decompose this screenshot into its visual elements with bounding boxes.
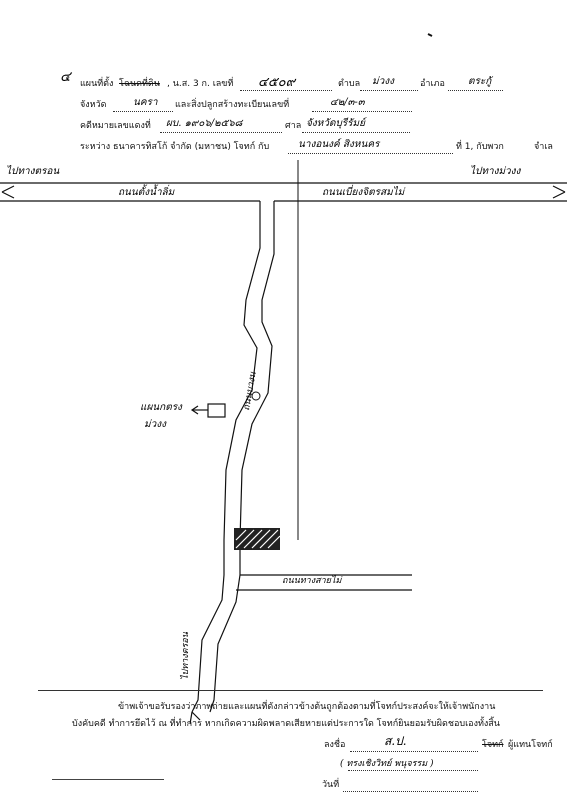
label-amphoe: อำเภอ	[420, 79, 445, 89]
amphoe-value: ตระกัู	[468, 76, 492, 87]
label-deed-struck: โฉนดที่ดิน	[119, 79, 160, 89]
arrow-left-icon	[1, 185, 15, 199]
label-road-right: ถนนเบี่ยงจิตรสมไม่	[322, 187, 405, 198]
label-province: จังหวัด	[80, 100, 107, 110]
label-case-number: คดีหมายเลขแดงที่	[80, 121, 151, 131]
separator	[38, 690, 543, 691]
landmark-circle	[251, 391, 261, 401]
case-number-value: ผบ. ๑๙๐๖/๒๕๖๘	[166, 118, 243, 129]
label-registration: และสิ่งปลูกสร้างทะเบียนเลขที่	[175, 100, 290, 110]
side-road-left-edge	[191, 201, 261, 713]
label-between-parties: ระหว่าง ธนาคารทิสโก้ จำกัด (มหาชน) โจทก์…	[80, 142, 270, 152]
defendant-value: นางอนงค์ สิงหนคร	[298, 139, 380, 150]
house-marker-box	[207, 403, 226, 418]
label-defendant-count: ที่ 1, กับพวก	[456, 142, 504, 152]
court-value: จังหวัดบุรีรัมย์	[306, 118, 365, 129]
label-house-1: แผนกตรง	[140, 402, 182, 413]
arrow-down-icon	[189, 711, 201, 725]
house-marker-arrow-head	[190, 405, 199, 415]
label-tambon: ตำบล	[338, 79, 361, 89]
label-house-2: ม่วงง	[144, 419, 166, 430]
side-road-right-edge	[209, 201, 275, 713]
label-road-left: ถนนตั้งน้ำลิ่ม	[118, 187, 175, 198]
label-ns3k-number: , น.ส. 3 ก. เลขที่	[167, 79, 234, 89]
speck	[427, 33, 433, 37]
label-map-location: แผนที่ตั้ง	[80, 79, 114, 89]
property-plot	[234, 528, 281, 550]
certification-line-2: บังคับคดี ทำการยึดไว้ ณ ที่ทำการ หากเกิด…	[72, 719, 500, 729]
form-number: ๔	[60, 69, 71, 85]
label-date: วันที่	[322, 780, 340, 790]
label-direction-right: ไปทางม่วงง	[470, 166, 521, 177]
signature: ส.ป.	[384, 734, 407, 748]
province-value: นครา	[133, 97, 158, 108]
registration-value: ๔๒/๓-๓	[330, 97, 365, 108]
arrow-right-icon	[552, 185, 566, 199]
label-sign: ลงชื่อ	[324, 740, 346, 750]
label-court: ศาล	[285, 121, 302, 131]
signer-name: ( ทรงเชิงวิทย์ พนุจรรม )	[340, 759, 434, 769]
label-direction-down: ไปทางตรอน	[181, 632, 191, 680]
deed-number-value: ๔๕๐๙	[258, 75, 296, 90]
label-road-bottom: ถนนทางสายไม่	[282, 576, 342, 586]
label-direction-left: ไปทางตรอน	[6, 166, 60, 177]
tambon-value: ม่วงง	[372, 76, 394, 87]
label-plaintiff-struck: โจทก์	[482, 740, 504, 750]
label-defendant-suffix: จำเล	[534, 142, 553, 152]
left-signature-line	[52, 779, 164, 780]
label-plaintiff-representative: ผู้แทนโจทก์	[508, 740, 553, 750]
certification-line-1: ข้าพเจ้าขอรับรองว่าภาพถ่ายและแผนที่ดังกล…	[118, 702, 496, 712]
